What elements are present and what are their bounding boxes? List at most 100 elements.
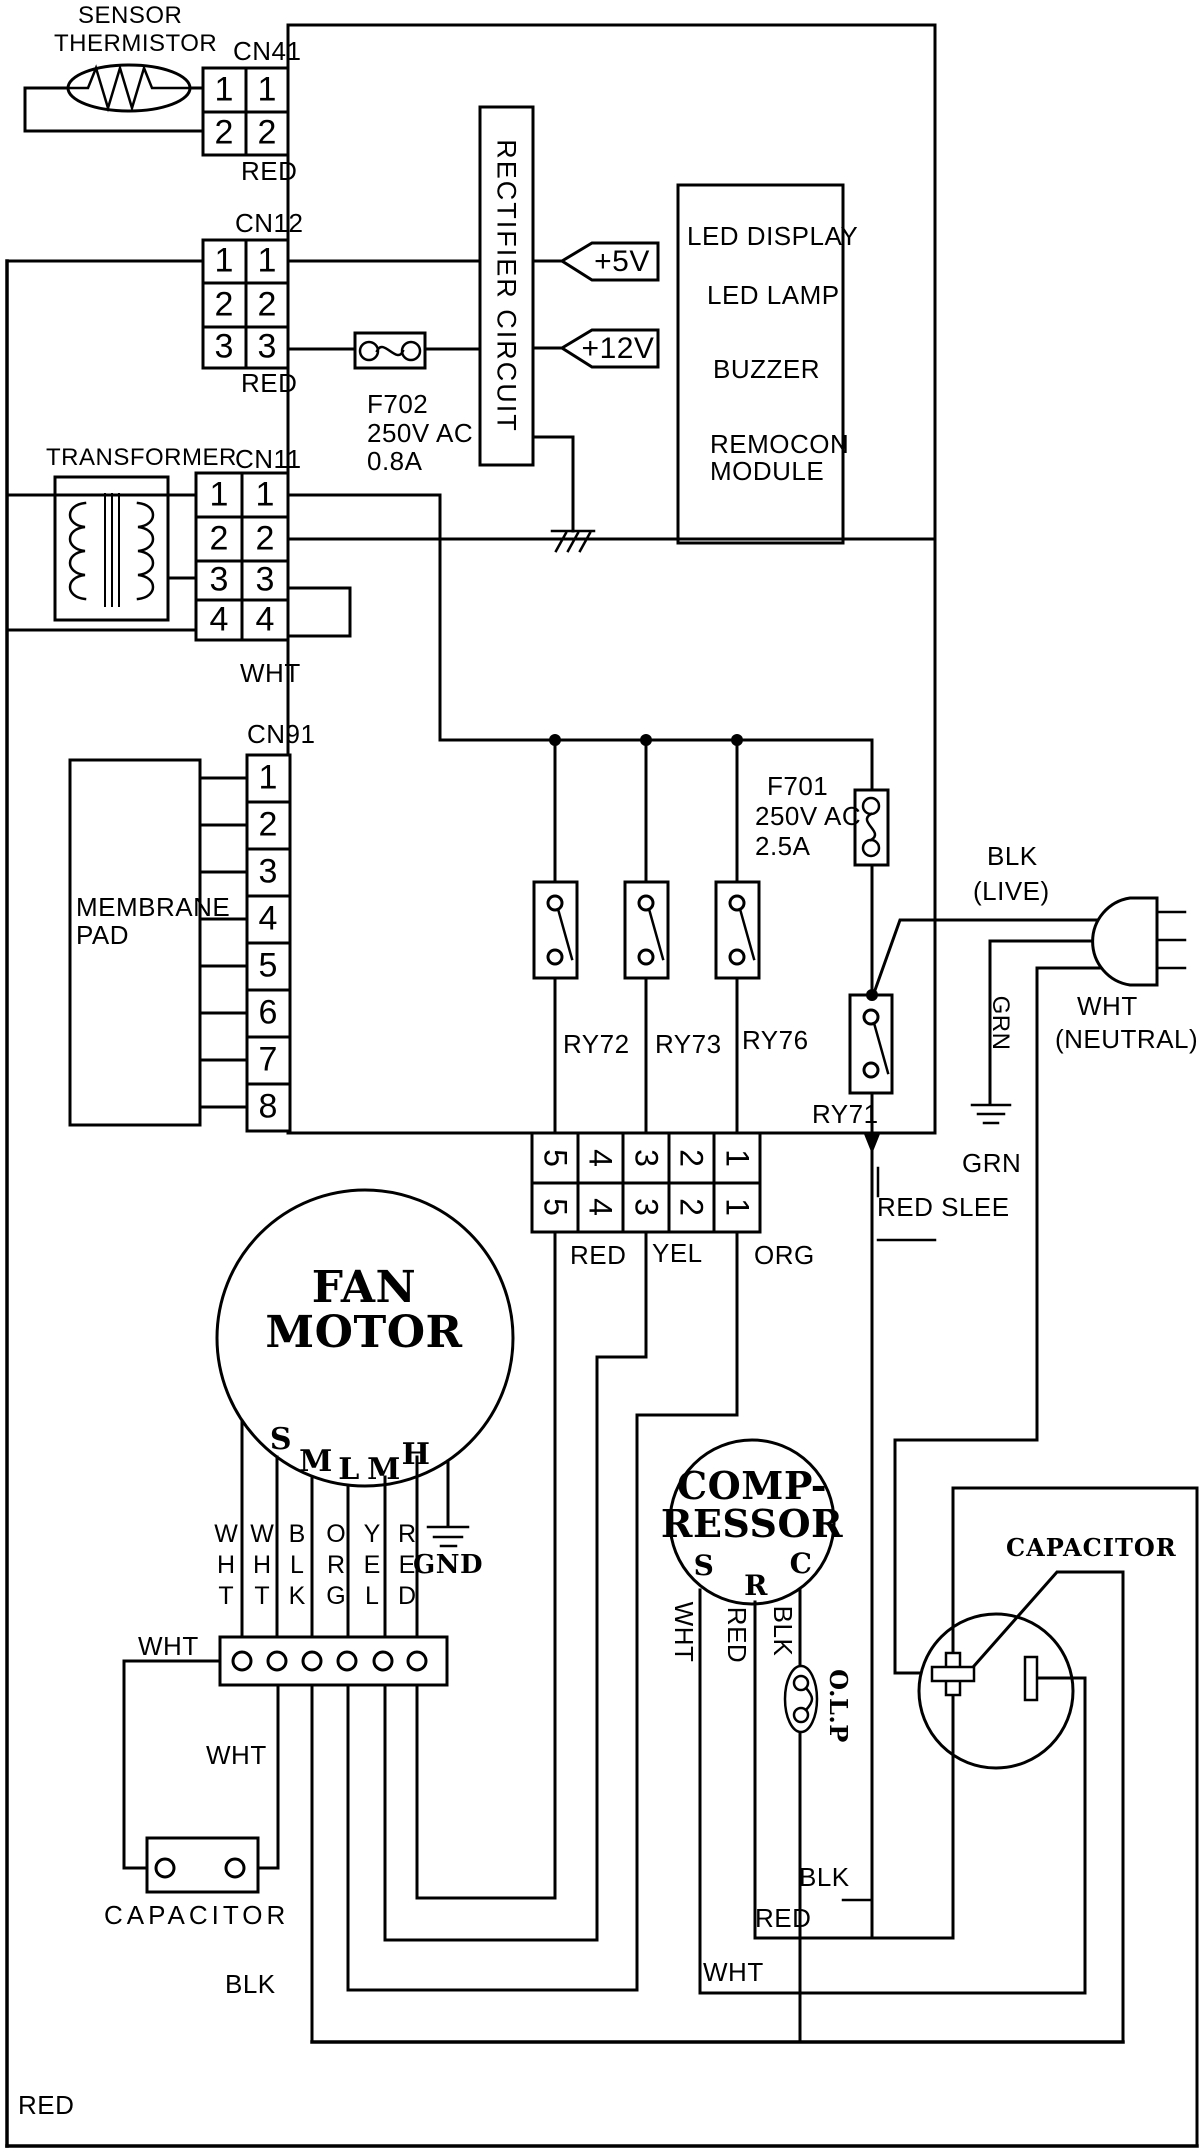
- cn91-pin: 3: [258, 852, 278, 891]
- junction-dots: [549, 734, 880, 1154]
- fuse-f702: [353, 331, 427, 370]
- fan-motor-label-line1: FAN: [311, 1262, 417, 1313]
- relay-ry73: [623, 880, 670, 980]
- power-pin: 5: [537, 1198, 574, 1216]
- cn91-pin: 5: [258, 946, 278, 985]
- run-blk-label: BLK: [225, 1969, 276, 1999]
- cn11-pin: 4: [255, 600, 275, 639]
- rectifier-label: RECTIFIER CIRCUIT: [491, 139, 522, 433]
- relay-ry72: [532, 880, 579, 980]
- cn11-pin: 1: [255, 475, 275, 514]
- cap-cross-wire: [971, 1570, 1125, 2044]
- cn12-pin: 3: [257, 327, 277, 366]
- f702-rating: 250V AC: [367, 418, 474, 448]
- blk-live-wire: [872, 918, 1130, 995]
- wht-run-wire: [698, 1676, 1087, 1995]
- compressor-circle: [668, 1438, 836, 1606]
- fan-motor-label-line2: MOTOR: [265, 1307, 463, 1358]
- membrane-label-line2: PAD: [76, 920, 130, 950]
- cn91-pin: 2: [258, 805, 278, 844]
- wht-neutral-label1: WHT: [1077, 991, 1138, 1021]
- f701-rating: 250V AC: [755, 801, 862, 831]
- sensor-label-line2: THERMISTOR: [54, 30, 218, 57]
- connector-cn12: [201, 238, 290, 370]
- ry72-label: RY72: [563, 1029, 630, 1059]
- sensor-label-line1: SENSOR: [78, 2, 183, 29]
- v5-tag-label: +5V: [594, 245, 650, 278]
- power-pin: 2: [673, 1198, 710, 1216]
- v5-tag: [559, 241, 660, 282]
- f702-amps: 0.8A: [367, 446, 423, 476]
- cn11-label: CN11: [235, 444, 302, 474]
- cn12-pin: 2: [257, 285, 277, 324]
- cn41-pin: 2: [214, 113, 234, 152]
- rectifier-ground: [531, 435, 596, 553]
- cn12-wire-label: RED: [241, 368, 298, 398]
- olp-blk-label: BLK: [799, 1862, 850, 1892]
- power-yel-label: YEL: [652, 1238, 703, 1268]
- cn11-jumper-box: [286, 586, 352, 638]
- cn91-pin: 6: [258, 993, 278, 1032]
- wht-neutral-wire: [893, 966, 1130, 1675]
- wire-exit-arrow: [864, 1134, 880, 1154]
- power-pin: 1: [719, 1149, 756, 1167]
- relay-ry71: [848, 993, 894, 1095]
- run-red-label: RED: [18, 2090, 75, 2120]
- power-red-label: RED: [570, 1240, 627, 1270]
- power-pin: 3: [628, 1149, 665, 1167]
- cn91-pin: 8: [258, 1087, 278, 1126]
- power-pin: 1: [719, 1198, 756, 1216]
- led-display-label: LED DISPLAY: [687, 221, 859, 251]
- comp-wht-label: WHT: [669, 1601, 699, 1663]
- label-ticks: [841, 1166, 937, 1902]
- cn12-pin: 3: [214, 327, 234, 366]
- power-pin: 4: [582, 1198, 619, 1216]
- cn41-pin: 2: [257, 113, 277, 152]
- cn11-pin: 2: [255, 519, 275, 558]
- cn12-pin: 2: [214, 285, 234, 324]
- cn12-pin: 1: [257, 241, 277, 280]
- connector-cn41: [201, 66, 290, 157]
- f701-name: F701: [767, 771, 829, 801]
- power-pin: 2: [673, 1149, 710, 1167]
- power-plug: [1091, 896, 1187, 987]
- cn91-stubs: [198, 776, 249, 1109]
- relay-ry76: [714, 880, 761, 980]
- cn91-pin: 1: [258, 758, 278, 797]
- strip-wht-label: WHT: [138, 1631, 199, 1661]
- membrane-pad-box: [68, 758, 202, 1127]
- blk-live-label2: (LIVE): [973, 876, 1050, 906]
- fan-terminal-strip: [218, 1635, 449, 1687]
- cn11-wire-label: WHT: [240, 658, 301, 688]
- cn41-wire-label: RED: [241, 156, 298, 186]
- cn12-label: CN12: [235, 208, 304, 238]
- fuse-f701: [853, 788, 890, 867]
- capacitor-right-circle: [917, 1612, 1075, 1770]
- led-lamp-label: LED LAMP: [707, 280, 840, 310]
- red-sleeve-label: RED SLEE: [877, 1192, 1010, 1222]
- v12-tag: [559, 328, 660, 369]
- cn91-pin: 4: [258, 899, 278, 938]
- led-module-box: [676, 183, 845, 545]
- wht-neutral-label2: (NEUTRAL): [1055, 1024, 1199, 1054]
- membrane-label-line1: MEMBRANE: [76, 892, 231, 922]
- olp-label: O.L.P: [824, 1669, 853, 1743]
- cn41-label: CN41: [233, 36, 302, 66]
- cn11-pin: 2: [209, 519, 229, 558]
- cn12-pin: 1: [214, 241, 234, 280]
- f702-name: F702: [367, 389, 429, 419]
- cn41-pin: 1: [257, 70, 277, 109]
- cap-bar-terminal: [1023, 1655, 1039, 1702]
- compressor-label-line1: COMP-: [676, 1463, 828, 1508]
- blk-live-label1: BLK: [987, 841, 1038, 871]
- fan-terminal-s: S: [269, 1422, 293, 1457]
- grn-wire-label: GRN: [987, 995, 1014, 1051]
- strip-to-cap-wire: [122, 1659, 224, 1870]
- fan-wire-label-org: ORG: [322, 1520, 350, 1613]
- fan-terminal-l: L: [338, 1452, 360, 1487]
- remocon-label-line2: MODULE: [710, 456, 825, 486]
- capacitor-left-box: [145, 1836, 260, 1894]
- cn11-pin1-right-wire: [286, 493, 442, 742]
- f701-amps: 2.5A: [755, 831, 811, 861]
